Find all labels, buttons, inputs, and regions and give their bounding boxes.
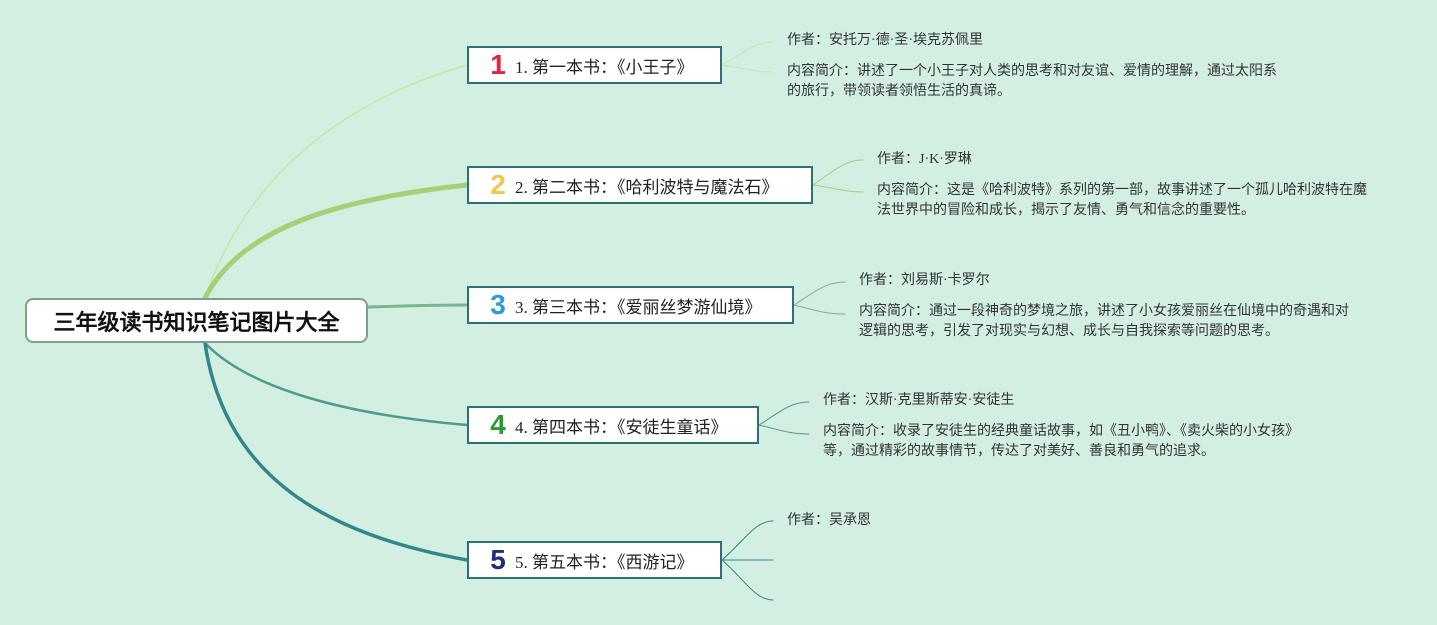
book-node-4[interactable]: 4 4. 第四本书：《安徒生童话》 <box>467 406 759 444</box>
number-3-icon: 3 <box>490 289 506 320</box>
book-4-summary: 内容简介：收录了安徒生的经典童话故事，如《丑小鸭》、《卖火柴的小女孩》 等，通过… <box>823 422 1299 462</box>
subline-2-author <box>812 159 864 186</box>
summary-line: 法世界中的冒险和成长，揭示了友情、勇气和信念的重要性。 <box>877 203 1255 218</box>
subline-5-bottom <box>721 559 774 601</box>
book-label: 2. 第二本书：《哈利波特与魔法石》 <box>515 177 779 197</box>
book-node-2[interactable]: 2 2. 第二本书：《哈利波特与魔法石》 <box>467 166 813 204</box>
subline-5-author <box>721 520 774 561</box>
book-3-summary: 内容简介：通过一段神奇的梦境之旅，讲述了小女孩爱丽丝在仙境中的奇遇和对 逻辑的思… <box>859 302 1349 342</box>
book-node-3[interactable]: 3 3. 第三本书：《爱丽丝梦游仙境》 <box>467 286 794 324</box>
subline-3-author <box>793 281 846 306</box>
book-3-author: 作者：刘易斯·卡罗尔 <box>859 273 990 288</box>
branch-line-4 <box>203 341 469 427</box>
subline-1-author <box>721 41 774 66</box>
summary-line: 内容简介：收录了安徒生的经典童话故事，如《丑小鸭》、《卖火柴的小女孩》 <box>823 424 1299 439</box>
summary-line: 内容简介：通过一段神奇的梦境之旅，讲述了小女孩爱丽丝在仙境中的奇遇和对 <box>859 304 1349 319</box>
branch-line-3 <box>366 303 469 309</box>
subline-4-author <box>758 401 810 426</box>
number-5-icon: 5 <box>490 544 506 575</box>
book-2-summary: 内容简介：这是《哈利波特》系列的第一部，故事讲述了一个孤儿哈利波特在魔 法世界中… <box>877 181 1367 221</box>
summary-line: 内容简介：这是《哈利波特》系列的第一部，故事讲述了一个孤儿哈利波特在魔 <box>877 183 1367 198</box>
summary-line: 等，通过精彩的故事情节，传达了对美好、善良和勇气的追求。 <box>823 444 1215 459</box>
subline-2-summary <box>812 184 864 193</box>
book-label: 5. 第五本书：《西游记》 <box>515 552 694 572</box>
root-title: 三年级读书知识笔记图片大全 <box>53 310 340 336</box>
book-node-1[interactable]: 1 1. 第一本书：《小王子》 <box>467 46 722 84</box>
summary-line: 逻辑的思考，引发了对现实与幻想、成长与自我探索等问题的思考。 <box>859 324 1279 339</box>
summary-line: 内容简介：讲述了一个小王子对人类的思考和对友谊、爱情的理解，通过太阳系 <box>787 64 1277 79</box>
branch-line-1 <box>204 64 468 299</box>
book-label: 3. 第三本书：《爱丽丝梦游仙境》 <box>515 297 762 317</box>
number-1-icon: 1 <box>490 49 506 80</box>
book-node-5[interactable]: 5 5. 第五本书：《西游记》 <box>467 541 722 579</box>
book-5-author: 作者：吴承恩 <box>787 513 871 528</box>
book-1-summary: 内容简介：讲述了一个小王子对人类的思考和对友谊、爱情的理解，通过太阳系 的旅行，… <box>787 62 1277 102</box>
summary-line: 的旅行，带领读者领悟生活的真谛。 <box>787 84 1011 99</box>
book-1-author: 作者：安托万·德·圣·埃克苏佩里 <box>787 33 983 48</box>
root-topic[interactable]: 三年级读书知识笔记图片大全 <box>25 298 368 343</box>
branch-line-2 <box>202 182 470 301</box>
book-label: 4. 第四本书：《安徒生童话》 <box>515 417 728 437</box>
subline-3-summary <box>793 304 846 315</box>
book-4-author: 作者：汉斯·克里斯蒂安·安徒生 <box>823 393 1015 408</box>
book-label: 1. 第一本书：《小王子》 <box>515 57 694 77</box>
book-2-author: 作者：J·K·罗琳 <box>877 152 972 167</box>
subline-1-summary <box>721 64 774 73</box>
subline-4-summary <box>758 424 810 435</box>
number-4-icon: 4 <box>490 409 506 440</box>
branch-line-5 <box>203 341 469 562</box>
number-2-icon: 2 <box>490 169 506 200</box>
